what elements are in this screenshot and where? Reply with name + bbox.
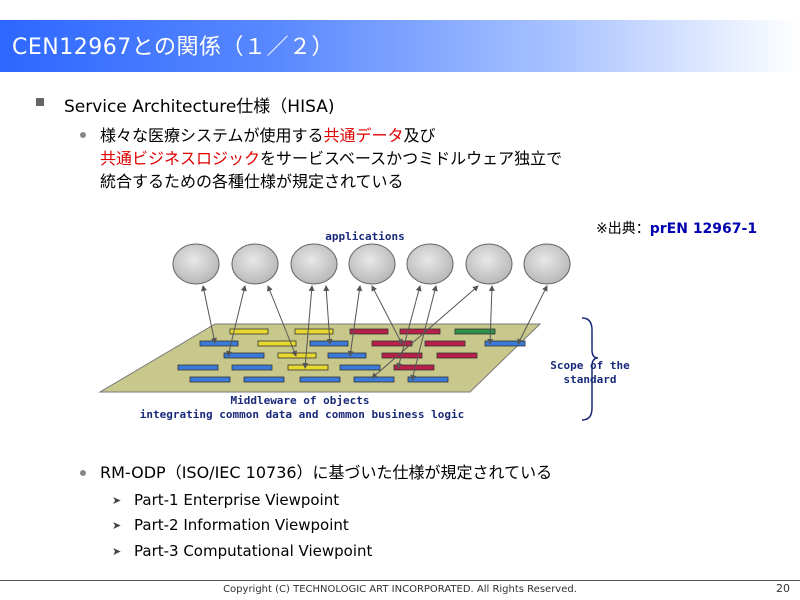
middleware-label-line1: Middleware of objects [230,394,369,407]
page-title: CEN12967との関係（１／２） [12,35,334,60]
round-bullet-icon [80,470,86,476]
arrow-bullet-icon: ➤ [112,494,122,507]
square-bullet-icon [36,98,44,106]
applications-label: applications [325,230,404,243]
bullet-service-architecture: Service Architecture仕様（HISA) [64,97,335,117]
page-number: 20 [776,582,790,595]
scope-label-line2: standard [564,373,617,386]
source-label: ※出典： [596,221,650,237]
arrow-bullet-icon: ➤ [112,545,122,558]
scope-label-line1: Scope of the [550,359,630,372]
scope-bracket-icon [581,317,599,421]
part-1: Part-1 Enterprise Viewpoint [134,491,340,509]
application-node [231,243,279,285]
sub-line-1: 様々な医療システムが使用する共通データ及び [100,124,436,147]
middleware-label-line2: integrating common data and common busin… [140,408,465,421]
application-node [523,243,571,285]
text-fragment: 様々な医療システムが使用する [100,126,324,145]
text-fragment: 及び [403,126,436,145]
application-node [172,243,220,285]
arrow-bullet-icon: ➤ [112,519,122,532]
copyright-footer: Copyright (C) TECHNOLOGIC ART INCORPORAT… [223,584,577,595]
round-bullet-icon [80,132,86,138]
text-fragment: をサービスベースかつミドルウェア独立で [260,149,563,168]
part-3: Part-3 Computational Viewpoint [134,542,373,560]
application-node [465,243,513,285]
footer-divider [0,580,800,581]
highlight-common-data: 共通データ [323,126,404,145]
source-citation: ※出典：prEN 12967-1 [596,218,757,238]
bullet-rm-odp: RM-ODP（ISO/IEC 10736）に基づいた仕様が規定されている [100,463,553,482]
connection-arrows [201,285,548,381]
sub-line-2: 共通ビジネスロジックをサービスベースかつミドルウェア独立で [100,147,562,170]
application-node [406,243,454,285]
sub-line-3: 統合するための各種仕様が規定されている [100,172,404,191]
part-2: Part-2 Information Viewpoint [134,516,349,534]
source-reference: prEN 12967-1 [649,221,758,237]
application-node [290,243,338,285]
application-node [348,243,396,285]
highlight-common-business-logic: 共通ビジネスロジック [100,149,261,168]
title-bar [0,20,800,72]
